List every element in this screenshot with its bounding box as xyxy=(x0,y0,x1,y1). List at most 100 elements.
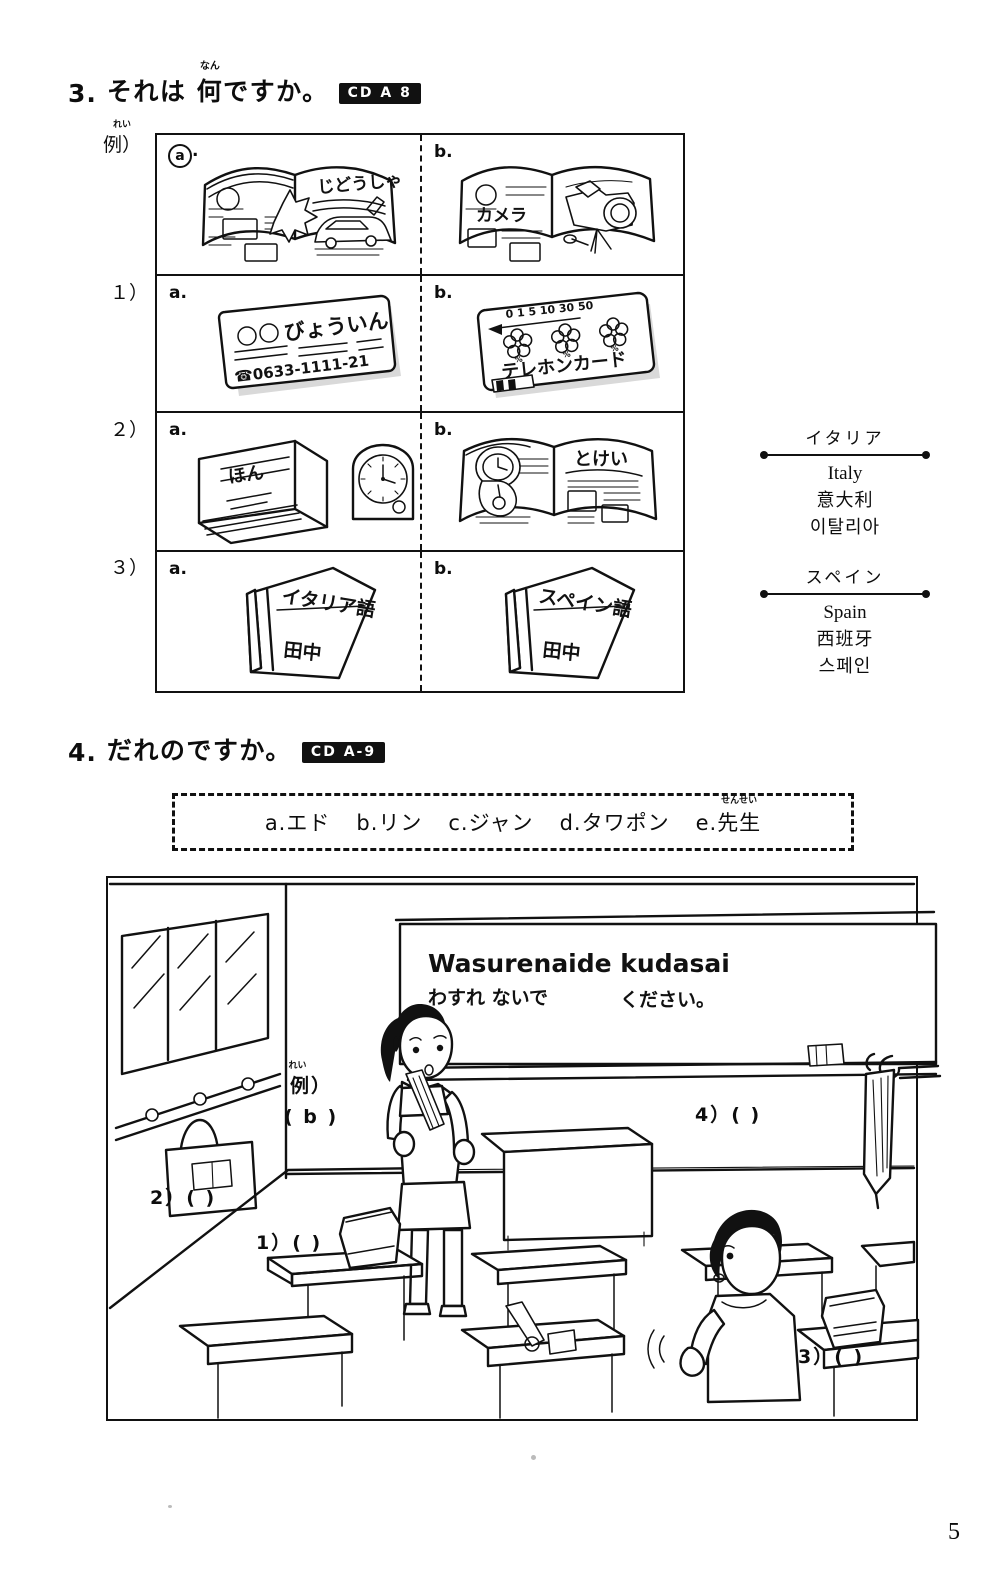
teacher-illustration xyxy=(380,1004,476,1318)
rule-bar-2 xyxy=(764,593,926,595)
answer-slot-4-num: 4） xyxy=(695,1104,732,1126)
cell-example-a[interactable]: a. じどうしゃ xyxy=(157,135,420,274)
choice-e-label: 先生 xyxy=(717,811,762,835)
answer-slot-3[interactable]: 3）( ) xyxy=(798,1342,864,1369)
cd-track-badge-a9: CD A-9 xyxy=(301,742,386,763)
exercise-4-header: 4. だれのですか。 CD A-9 xyxy=(68,731,386,767)
choice-list: a.エド b.リン c.ジャン d.タワポン e.せんせい先生 xyxy=(265,796,762,837)
scan-speck-1 xyxy=(531,1455,536,1460)
vocab-entry-italy: イタリア Italy 意大利 이탈리아 xyxy=(750,424,940,540)
choice-e[interactable]: e.せんせい先生 xyxy=(695,796,762,837)
vocab-italy-ko: 이탈리아 xyxy=(809,517,881,538)
option-label-2b: b. xyxy=(434,420,453,440)
choice-a-key: a. xyxy=(264,811,287,835)
choice-b-key: b. xyxy=(356,811,379,835)
exercise-3-grid: a. じどうしゃ xyxy=(155,133,685,693)
window-frame xyxy=(120,912,270,1076)
choice-b-label: リン xyxy=(378,811,423,835)
choice-d-key: d. xyxy=(559,811,582,835)
grid-row-example: a. じどうしゃ xyxy=(157,135,683,276)
row-label-example-text: 例） xyxy=(103,134,142,156)
vocab-italy-zh: 意大利 xyxy=(816,490,874,511)
answer-slot-example-value[interactable]: ( b ) xyxy=(284,1106,339,1128)
desk-front-left xyxy=(178,1314,354,1419)
book-owner-name-tanaka: 田中 xyxy=(282,638,322,665)
page-number: 5 xyxy=(948,1519,960,1545)
book-shape xyxy=(197,439,329,545)
cell-3a[interactable]: a. イタリア語 田中 xyxy=(157,552,420,691)
grid-row-3: a. イタリア語 田中 b. スペイン語 田中 xyxy=(157,552,683,691)
circled-a-marker: a xyxy=(168,144,192,168)
desk-center-front xyxy=(460,1301,626,1419)
ruby-group-nan: なん何 xyxy=(196,61,224,108)
rule-bar xyxy=(764,454,926,456)
exercise-4-title: だれのですか。 xyxy=(106,736,292,765)
choice-e-key: e. xyxy=(695,811,718,835)
spanish-textbook-illustration: スペイン語 田中 xyxy=(504,566,636,680)
option-label-1b: b. xyxy=(434,283,453,303)
choice-b[interactable]: b.リン xyxy=(356,807,422,837)
classroom-illustration: Wasurenaide kudasai わすれ ないで ください。 xyxy=(108,882,942,1419)
grid-row-2: a. ほん b. xyxy=(157,413,683,552)
answer-slot-2-num: 2） xyxy=(150,1187,187,1209)
cell-2b[interactable]: b. とけい xyxy=(420,413,683,550)
svg-text:%: % xyxy=(610,344,619,354)
svg-text:%: % xyxy=(514,355,523,365)
choice-a-label: エド xyxy=(286,811,331,835)
telephone-card-illustration: 0 1 5 10 30 50 % % xyxy=(476,291,660,398)
row-label-example: れい例） xyxy=(103,120,142,157)
book-title-hon: ほん xyxy=(227,462,266,488)
answer-slot-2-value: ( ) xyxy=(186,1187,217,1209)
pen-illustration xyxy=(505,1301,545,1347)
vocab-spain-jp: スペイン xyxy=(805,568,885,588)
ruby-group-rei: れい例） xyxy=(103,120,142,157)
rule-dot-right xyxy=(922,451,930,459)
answer-slot-1[interactable]: 1）( ) xyxy=(256,1228,322,1255)
grid-row-1: a. びょういん ☎0633-1111-21 b. xyxy=(157,276,683,413)
option-label-example-b: b. xyxy=(434,142,453,162)
bag-on-right-desk xyxy=(820,1288,886,1350)
magazine-watch-illustration: とけい xyxy=(458,437,658,524)
ruby-group-sensei: せんせい先生 xyxy=(717,796,762,837)
choice-c[interactable]: c.ジャン xyxy=(448,807,533,837)
vocab-rule-spain xyxy=(750,589,940,599)
skirt xyxy=(396,1180,472,1232)
choice-a[interactable]: a.エド xyxy=(265,807,331,837)
cell-3b[interactable]: b. スペイン語 田中 xyxy=(420,552,683,691)
blackboard: Wasurenaide kudasai わすれ ないで ください。 xyxy=(394,910,938,1082)
answer-slot-2[interactable]: 2）( ) xyxy=(150,1183,216,1210)
answer-slot-example: れい例） xyxy=(289,1061,333,1098)
exercise-3-title-post: ですか。 xyxy=(223,77,329,106)
cell-1b[interactable]: b. 0 1 5 10 30 50 % xyxy=(420,276,683,411)
desk-with-bag-item3 xyxy=(796,1288,920,1417)
cell-example-b[interactable]: b. カメラ xyxy=(420,135,683,274)
answer-slot-1-value: ( ) xyxy=(292,1232,323,1254)
book-and-clock-illustration: ほん xyxy=(197,439,415,545)
scan-speck-2 xyxy=(168,1505,172,1508)
ruby-sensei: せんせい xyxy=(721,796,758,806)
ruby-rei: れい xyxy=(112,120,132,130)
student-illustration xyxy=(647,1209,802,1404)
italian-textbook-illustration: イタリア語 田中 xyxy=(245,566,377,680)
exercise-3-title-kanji: 何 xyxy=(196,77,224,106)
cell-1a[interactable]: a. びょういん ☎0633-1111-21 xyxy=(157,276,420,411)
desk-with-bag-item1 xyxy=(266,1206,424,1349)
answer-slot-example-num: 例） xyxy=(290,1075,333,1097)
row-label-3: ３） xyxy=(110,557,149,579)
answer-slot-4[interactable]: 4）( ) xyxy=(695,1100,761,1127)
flower-2: % xyxy=(550,323,581,360)
desk-center-back xyxy=(470,1244,628,1341)
choice-d[interactable]: d.タワポン xyxy=(560,807,670,837)
option-label-2a: a. xyxy=(169,420,187,440)
svg-text:%: % xyxy=(562,350,571,360)
cell-2a[interactable]: a. ほん xyxy=(157,413,420,550)
teacher-desk xyxy=(480,1126,654,1251)
option-label-3b: b. xyxy=(434,559,453,579)
rule-dot-right-2 xyxy=(922,590,930,598)
answer-slot-4-value: ( ) xyxy=(731,1104,762,1126)
exercise-4-number: 4. xyxy=(68,738,97,767)
ruby-group-rei-2: れい例） xyxy=(289,1061,333,1098)
vocab-spain-ko: 스페인 xyxy=(818,656,872,677)
flower-3: % xyxy=(598,317,629,354)
business-card-illustration: びょういん ☎0633-1111-21 xyxy=(217,294,401,396)
